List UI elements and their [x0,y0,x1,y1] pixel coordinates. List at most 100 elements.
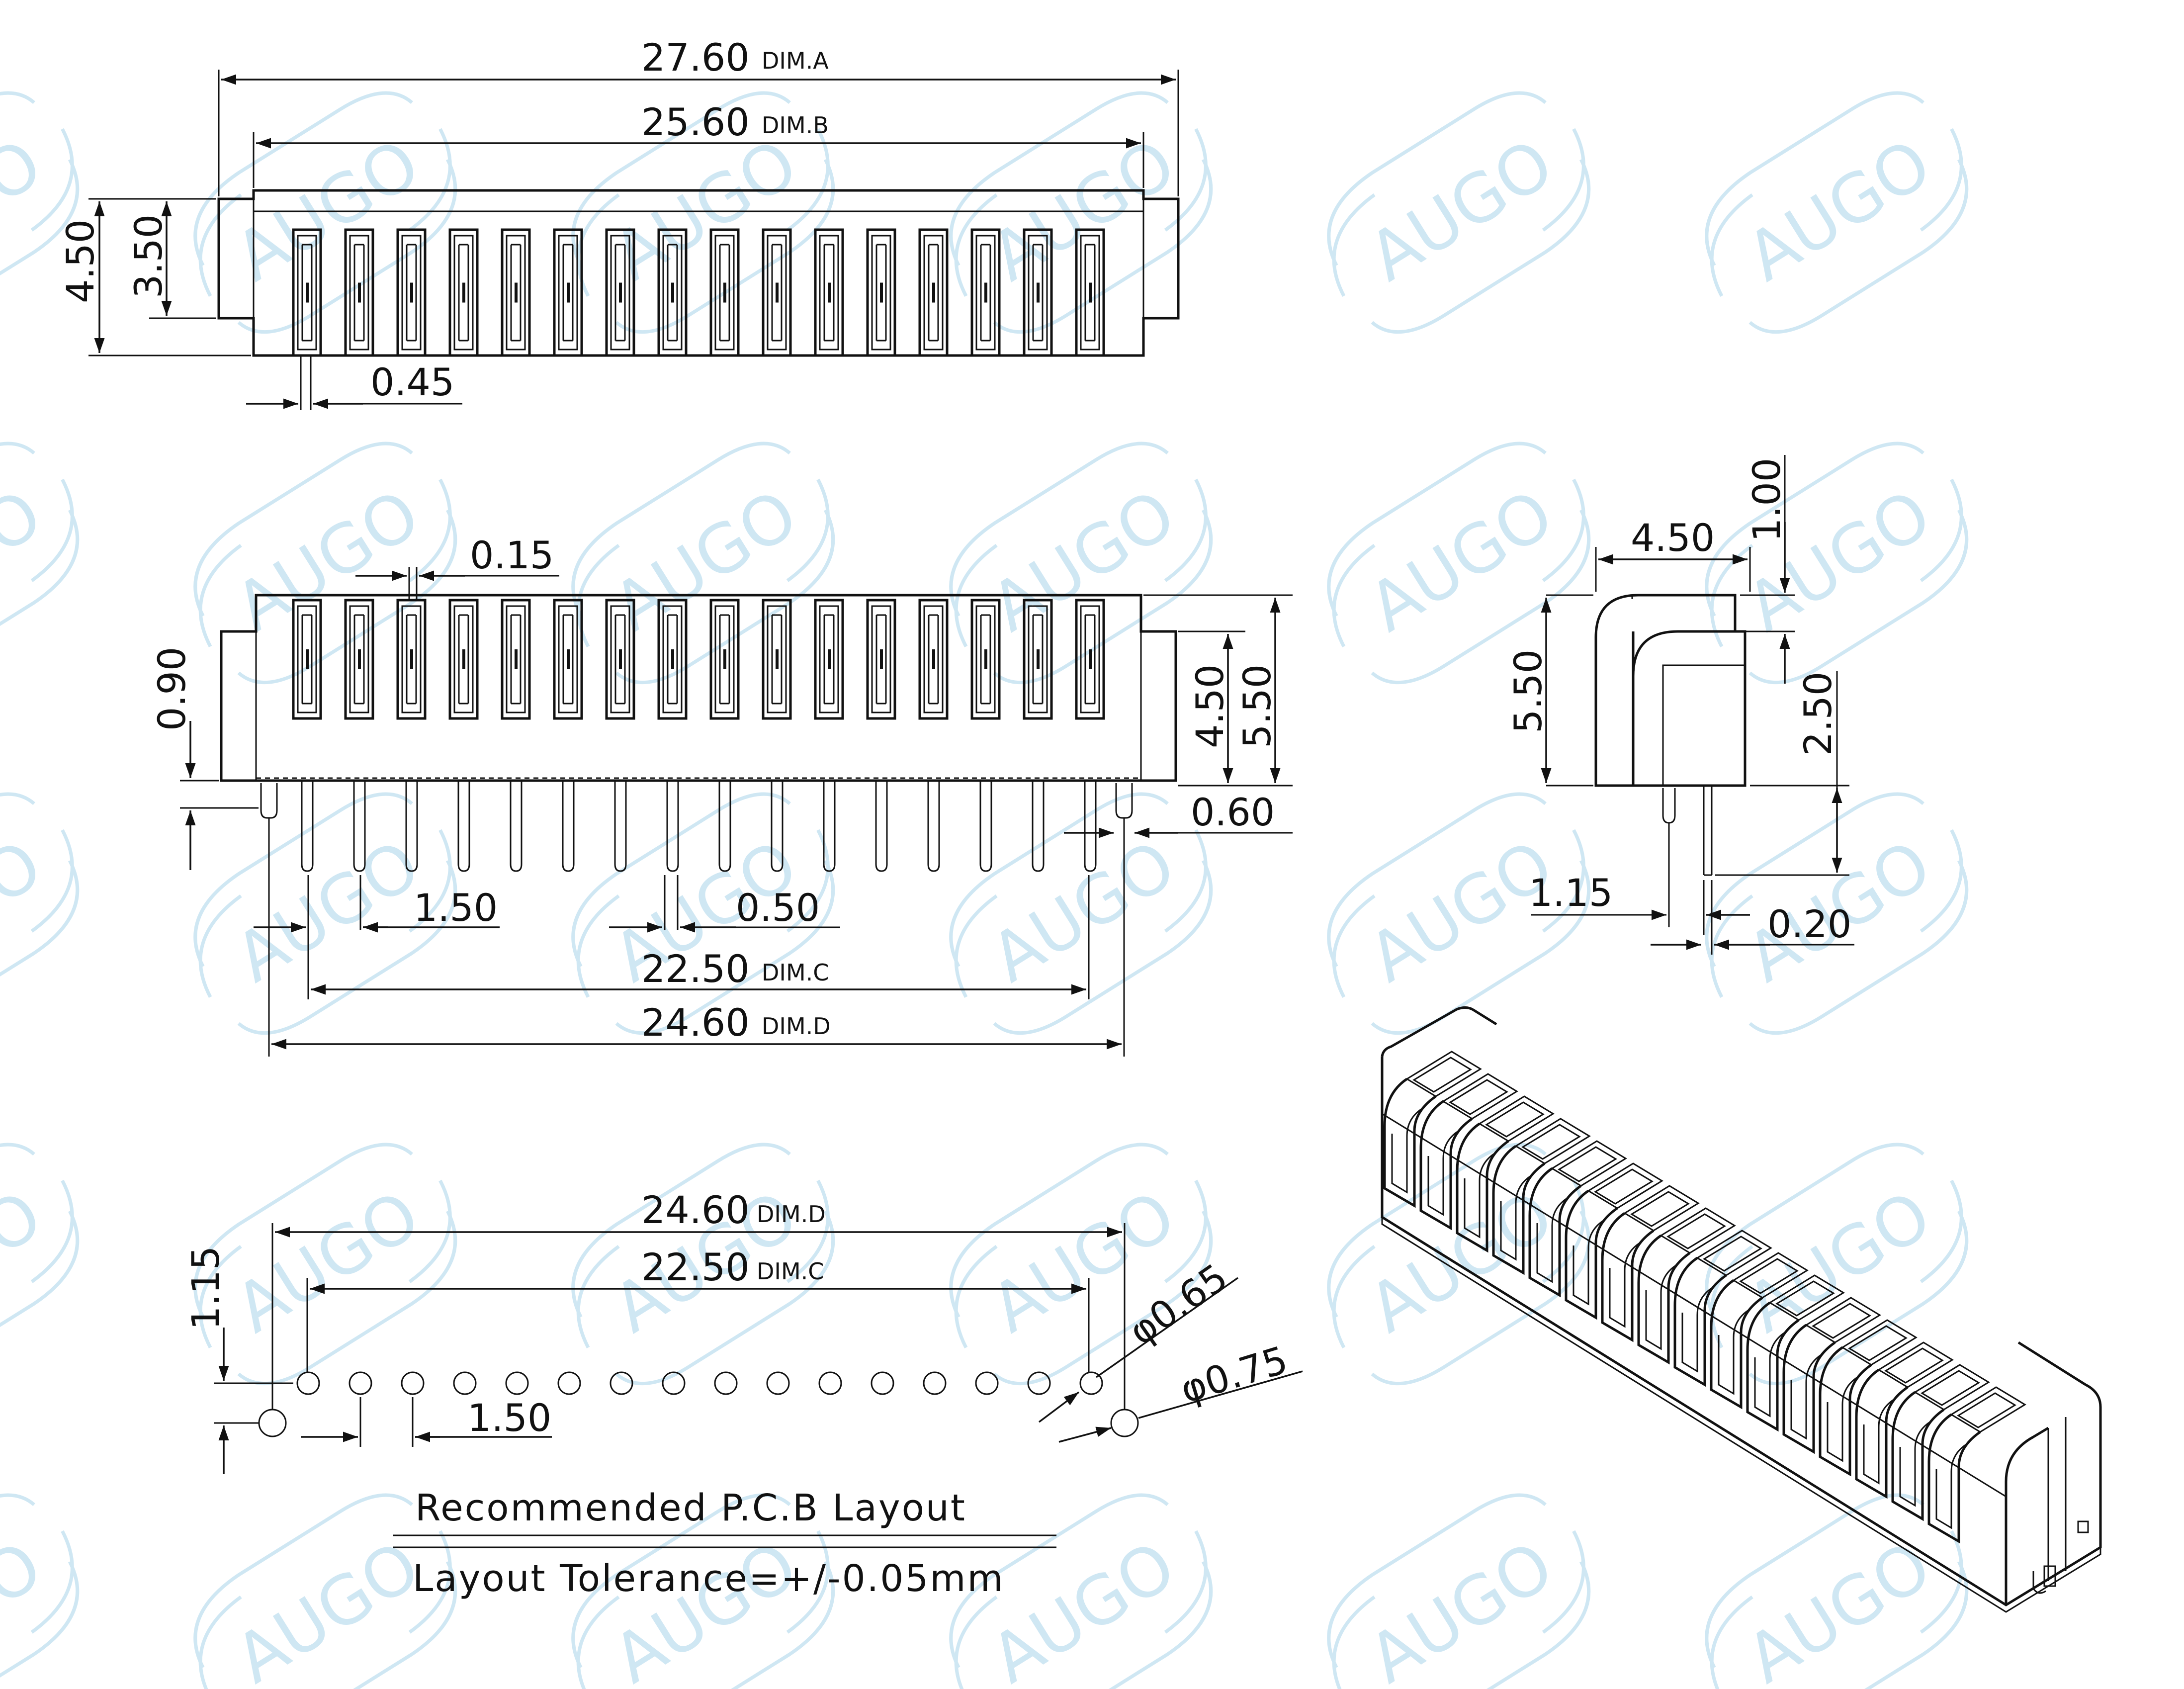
augo-watermark: AUGO [1327,91,1591,334]
pcb-hole [505,1371,529,1395]
pcb-dim-d-value: 24.60 [641,1188,750,1232]
contact-slot [762,228,792,357]
top-height-outer: 4.50 [58,219,102,303]
watermark-text: AUGO [1733,124,1944,296]
pcb-hole [923,1371,947,1395]
front-view-slots [292,599,1105,720]
peg-hole-left [258,1409,287,1437]
front-slot-gap: 0.15 [470,533,554,577]
iso-contact-cell [1528,1140,1627,1298]
augo-watermark: AUGO [0,1493,80,1689]
contact-slot [918,228,949,357]
contact-slot [553,228,583,357]
contact-slot [501,599,531,720]
watermark-text: AUGO [977,825,1188,997]
front-view-pins [301,781,1097,872]
pcb-pitch: 1.50 [467,1396,551,1440]
pcb-peg-hole-diameter: φ0.75 [1175,1337,1293,1412]
augo-watermark: AUGO [193,442,457,685]
solder-pin [353,781,366,872]
front-view: 0.15 0.90 4.50 5.50 0.60 1.50 0.50 [150,533,1293,1057]
watermark-text: AUGO [222,475,433,647]
augo-watermark: AUGO [1327,442,1591,685]
solder-pin [666,781,679,872]
contact-slot [501,228,531,357]
pcb-hole [975,1371,999,1395]
augo-watermark: AUGO [1705,91,1969,334]
side-height: 5.50 [1506,649,1550,733]
watermark-text: AUGO [1355,1176,1566,1348]
augo-watermark: AUGO [1705,1493,1969,1689]
contact-slot [1075,599,1105,720]
contact-slot [918,599,949,720]
side-view: 4.50 1.00 5.50 2.50 1.15 0.20 [1506,455,1854,955]
dim-a-tag: DIM.A [762,47,829,74]
watermark-text: AUGO [600,1526,810,1689]
pcb-hole [1027,1371,1051,1395]
solder-pin [875,781,888,872]
front-dim-d-tag: DIM.D [762,1013,831,1040]
isometric-view [1381,1006,2102,1613]
watermark-text: AUGO [0,1526,55,1689]
contact-slot [605,599,635,720]
iso-contact-cell [1782,1297,1881,1454]
contact-slot [709,599,740,720]
watermark-text: AUGO [977,124,1188,296]
top-view: 27.60 DIM.A 25.60 DIM.B 4.50 3.50 0.45 [58,35,1180,410]
contact-slot [657,228,688,357]
pcb-layout-tolerance: Layout Tolerance=+/-0.05mm [413,1557,1005,1600]
solder-pin [562,781,575,872]
pcb-hole [453,1371,477,1395]
watermark-text: AUGO [0,475,55,647]
solder-pin [457,781,470,872]
pcb-hole [610,1371,633,1395]
top-view-slots [292,228,1105,357]
contact-slot [814,599,844,720]
contact-slot [605,228,635,357]
solder-pin [927,781,940,872]
solder-pin [771,781,784,872]
side-top-offset: 1.00 [1745,458,1789,542]
iso-contact-cell [1746,1274,1845,1432]
pcb-dim-c-tag: DIM.C [757,1258,824,1285]
contact-slot [448,228,479,357]
contact-slot [762,599,792,720]
watermark-text: AUGO [222,1176,433,1348]
front-dim-c-value: 22.50 [641,947,750,991]
augo-watermark: AUGO [0,442,80,685]
solder-pin [718,781,731,872]
iso-contact-cell [1855,1341,1954,1499]
augo-watermark: AUGO [0,792,80,1035]
dim-b-tag: DIM.B [762,112,829,139]
front-pitch: 1.50 [414,886,498,930]
augo-watermark: AUGO [0,1143,80,1386]
pcb-hole [871,1371,894,1395]
iso-contact-cell [1601,1185,1700,1342]
pcb-row-offset: 1.15 [183,1246,228,1330]
contact-slot [866,599,896,720]
pcb-hole [818,1371,842,1395]
watermark-text: AUGO [1733,1526,1944,1689]
watermark-text: AUGO [0,825,55,997]
augo-watermark: AUGO [571,442,835,685]
iso-contact-cell [1673,1230,1772,1387]
iso-contact-cell [1456,1095,1555,1253]
iso-contact-cell [1819,1319,1918,1477]
contact-slot [970,599,1001,720]
front-body-height-outer: 5.50 [1235,664,1279,748]
solder-pin [614,781,627,872]
contact-slot [814,228,844,357]
pcb-hole [662,1371,686,1395]
iso-contact-cell [1710,1252,1809,1410]
watermark-text: AUGO [600,475,810,647]
contact-slot [970,228,1001,357]
iso-contact-cell [1419,1073,1518,1231]
watermark-text: AUGO [0,1176,55,1348]
dim-b-value: 25.60 [641,100,750,144]
contact-slot [448,599,479,720]
contact-slot [1023,228,1053,357]
watermark-text: AUGO [1355,475,1566,647]
pcb-dim-d-tag: DIM.D [757,1201,826,1228]
contact-slot [553,599,583,720]
top-pin-width: 0.45 [370,360,454,404]
